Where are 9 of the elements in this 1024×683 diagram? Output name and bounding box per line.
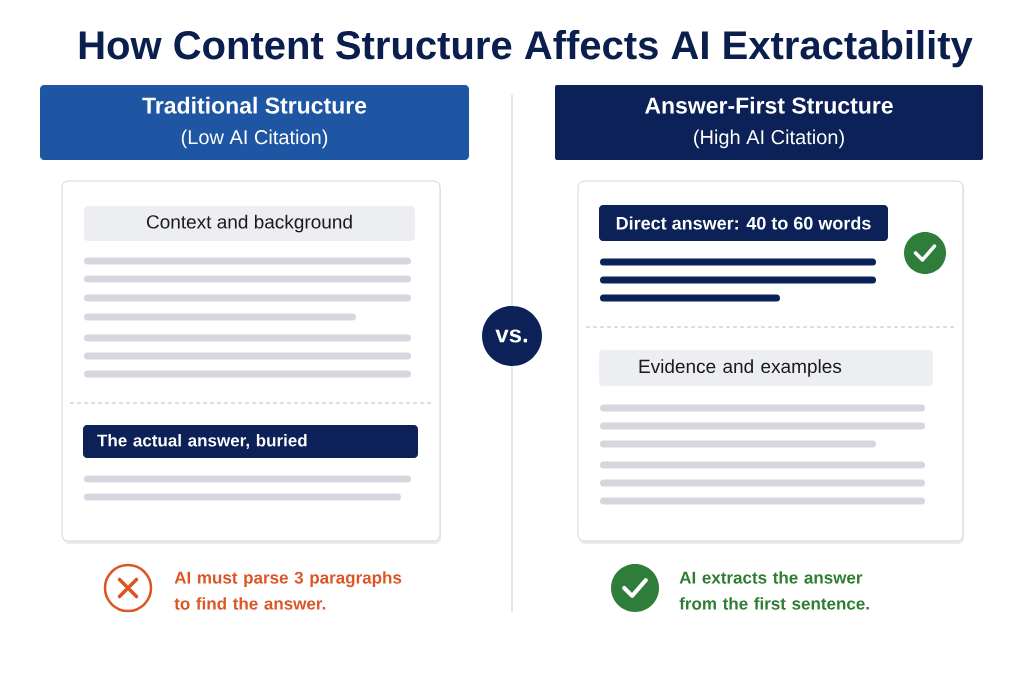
highlight-box: Direct answer: 40 to 60 words	[599, 205, 888, 241]
heading-box: Context and background	[84, 206, 415, 241]
result-text: AI must parse 3 paragraphs to find the answer.	[174, 571, 402, 610]
heading-box: Evidence and examples	[599, 350, 933, 386]
header-band: Answer-First Structure (High AI Citation)	[555, 85, 983, 160]
header-band: Traditional Structure (Low AI Citation)	[40, 85, 469, 160]
title: How Content Structure Affects AI Extractability	[79, 30, 973, 68]
highlight-box: The actual answer, buried	[83, 425, 418, 458]
result-text: AI extracts the answer from the first sentence.	[679, 571, 869, 610]
